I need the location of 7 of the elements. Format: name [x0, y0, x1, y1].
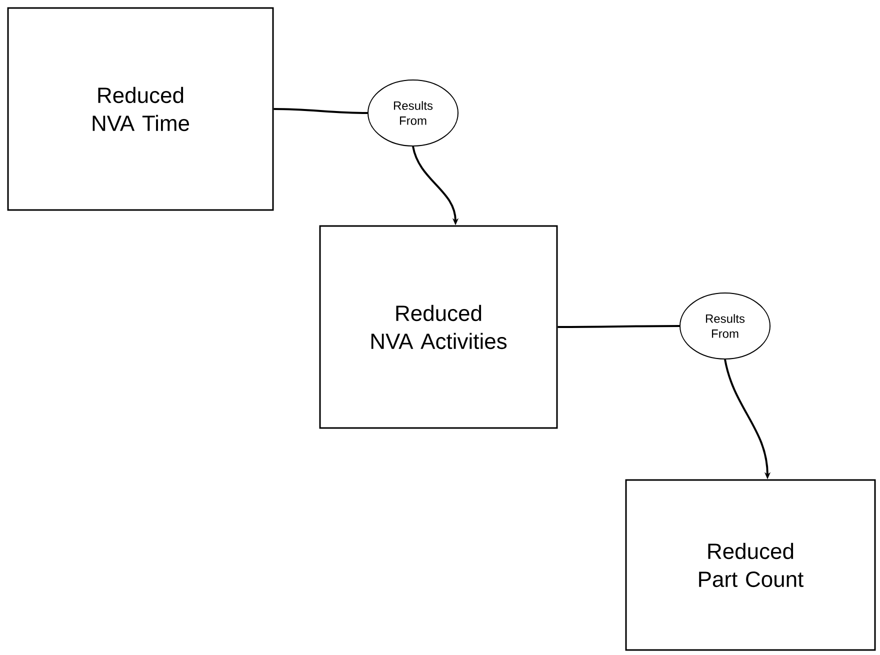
process-box: Reduced Part Count: [625, 479, 876, 651]
oval-label: Results From: [680, 292, 770, 360]
connector-line: [274, 108, 368, 114]
process-box: Reduced NVA Activities: [319, 225, 558, 429]
oval-label: Results From: [368, 80, 458, 146]
connector-line: [558, 325, 680, 328]
process-box: Reduced NVA Time: [7, 7, 274, 211]
